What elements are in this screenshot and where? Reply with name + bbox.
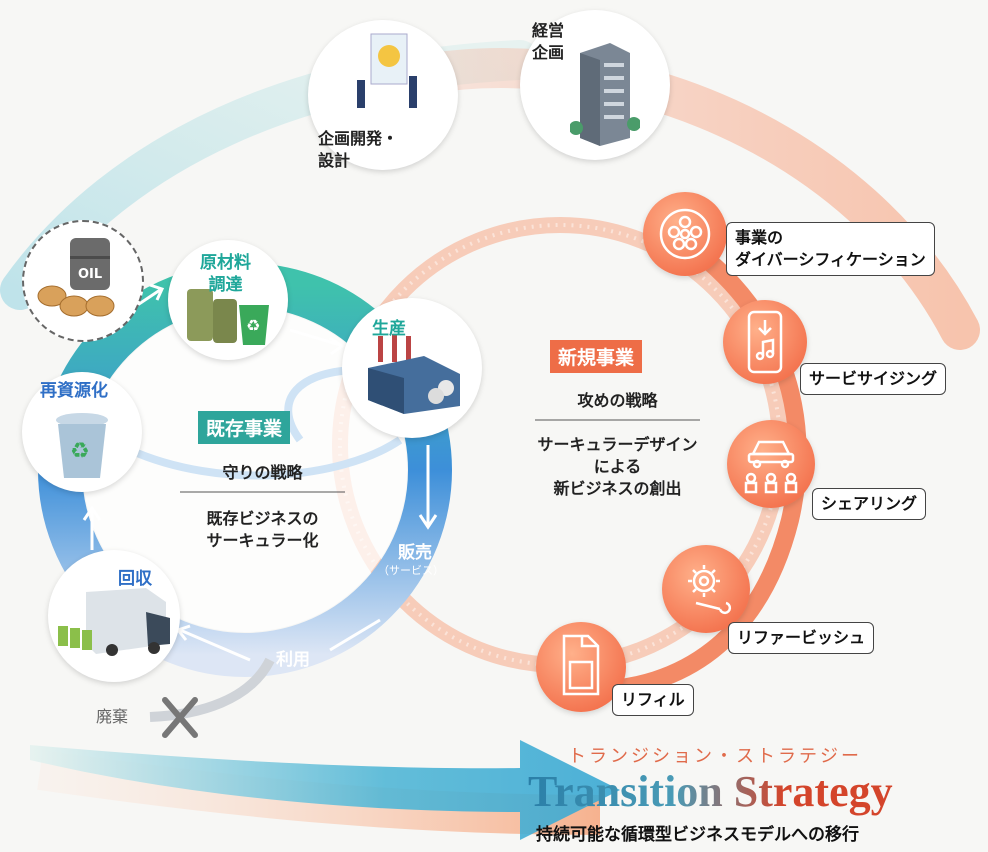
disposal-cross-icon <box>162 697 198 738</box>
existing-description: 既存ビジネスの <box>206 509 319 528</box>
servicizing-label-box: サービサイジング <box>800 363 947 395</box>
collection-node <box>48 550 180 682</box>
svg-text:♻: ♻ <box>70 439 90 464</box>
svg-text:♻: ♻ <box>246 316 260 335</box>
raw-resources-node: OIL <box>22 220 144 342</box>
disposal-label: 廃棄 <box>96 707 129 726</box>
footer-kana: トランジション・ストラテジー <box>568 746 862 767</box>
new-strategy: 攻めの戦略 <box>577 391 658 410</box>
oil-barrel-logs-icon: OIL <box>37 238 115 317</box>
smartphone-music-icon <box>747 310 783 374</box>
new-business-badge: 新規事業 <box>550 340 643 373</box>
refill-label-box: リフィル <box>612 684 694 716</box>
new-description-3: 新ビジネスの創出 <box>553 479 682 498</box>
diversification-label: 事業の <box>735 228 784 247</box>
gear-wrench-icon <box>688 565 732 615</box>
new-description: サーキュラーデザイン <box>537 435 698 454</box>
management-label: 経営 <box>532 21 565 40</box>
recycling-label: 再資源化 <box>40 381 108 401</box>
building-icon <box>570 43 640 146</box>
disposal-arrow <box>149 657 275 722</box>
planning-dev-label-2: 設計 <box>318 151 351 170</box>
management-node <box>520 10 670 160</box>
raw-material-label: 原材料 <box>200 253 251 273</box>
circle-network-icon <box>659 208 711 260</box>
existing-business-badge: 既存事業 <box>198 411 291 444</box>
production-label: 生産 <box>372 319 406 339</box>
diversification-label-box: 事業の ダイバーシフィケーション <box>726 222 935 276</box>
inner-loop-arrow-2 <box>284 366 361 443</box>
production-node <box>342 298 482 438</box>
sales-sub-label: （サービス） <box>378 564 444 577</box>
new-business-ring-highlight <box>589 217 807 699</box>
sharing-label: シェアリング <box>821 494 918 513</box>
factory-icon <box>368 334 460 414</box>
refurbish-label: リファービッシュ <box>737 628 866 647</box>
bottom-transition-arrow <box>30 740 620 840</box>
use-label: 利用 <box>276 650 310 670</box>
recycling-node: ♻ <box>22 372 142 492</box>
footer-title: Transition Strategy <box>528 767 893 816</box>
collection-label: 回収 <box>118 569 152 589</box>
recycling-bin-icon: ♻ <box>56 413 108 478</box>
new-description-2: による <box>593 457 642 476</box>
existing-business-badge-text: 既存事業 <box>206 418 283 440</box>
existing-strategy: 守りの戦略 <box>222 463 303 482</box>
sales-label: 販売 <box>398 543 432 563</box>
refurbish-node <box>662 545 750 633</box>
sharing-node <box>727 420 815 508</box>
ring-inner-fill <box>83 308 407 632</box>
barrel-recycle-bin-icon: ♻ <box>187 289 269 345</box>
raw-material-label-2: 調達 <box>208 275 243 295</box>
truck-icon <box>58 588 170 656</box>
servicizing-node <box>723 300 807 384</box>
refill-label: リフィル <box>621 690 685 709</box>
new-business-badge-text: 新規事業 <box>558 347 635 369</box>
diversification-node <box>643 192 727 276</box>
sharing-label-box: シェアリング <box>812 488 927 520</box>
diversification-label-2: ダイバーシフィケーション <box>735 250 926 269</box>
management-label-2: 企画 <box>532 43 565 62</box>
servicizing-label: サービサイジング <box>809 369 938 388</box>
refurbish-label-box: リファービッシュ <box>728 622 875 654</box>
oil-label: OIL <box>78 267 102 282</box>
planning-people-icon <box>357 33 417 108</box>
inner-loop-arrow <box>128 436 403 480</box>
planning-dev-node <box>308 20 458 170</box>
refill-pack-icon <box>562 634 600 696</box>
refill-node <box>536 622 626 712</box>
existing-description-2: サーキュラー化 <box>206 531 319 550</box>
raw-material-node: ♻ <box>168 240 288 360</box>
planning-dev-label: 企画開発・ <box>318 129 399 148</box>
car-sharing-icon <box>744 440 798 494</box>
footer-subtitle: 持続可能な循環型ビジネスモデルへの移行 <box>536 825 859 845</box>
